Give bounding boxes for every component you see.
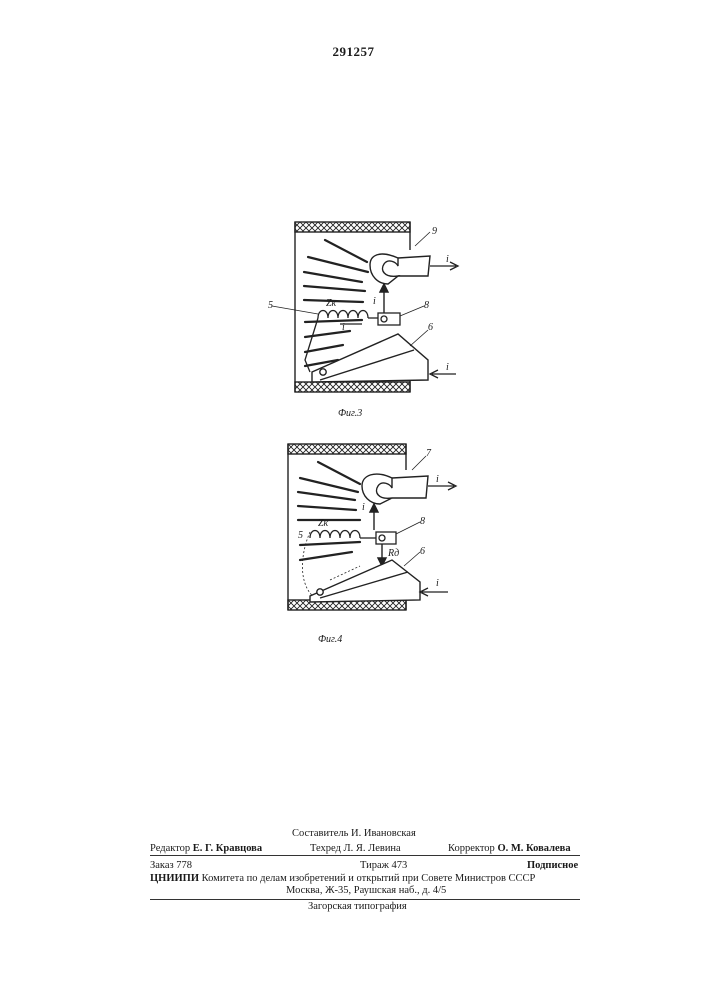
organization-name: ЦНИИПИ	[150, 873, 199, 884]
label-7: 7	[426, 448, 432, 459]
figure-3-caption: Фиг.3	[338, 408, 362, 419]
label-6: 6	[428, 322, 433, 333]
patent-number: 291257	[0, 44, 707, 60]
corrector-name: О. М. Ковалева	[497, 843, 570, 854]
printer: Загорская типография	[308, 901, 407, 912]
fixed-contact-9	[370, 254, 430, 284]
label-i-out: i	[446, 254, 449, 265]
address: Москва, Ж-35, Раушская наб., д. 4/5	[286, 885, 446, 896]
figure-3: 9 5 8 6 Zк i i i i Фиг.3	[265, 215, 485, 425]
label-rd: Rд	[387, 548, 399, 559]
arrow-out	[430, 262, 458, 270]
label-8: 8	[424, 300, 429, 311]
editor-label: Редактор	[150, 843, 190, 854]
label-i-in: i	[436, 578, 439, 589]
contact-8	[378, 313, 400, 325]
corrector-label: Корректор	[448, 843, 495, 854]
label-i-in: i	[446, 362, 449, 373]
moving-contact-6	[310, 560, 420, 602]
editor-name: Е. Г. Кравцова	[193, 843, 262, 854]
label-8: 8	[420, 516, 425, 527]
label-9: 9	[432, 226, 437, 237]
fixed-contact-7	[362, 474, 428, 504]
label-i-coil: i	[342, 322, 345, 333]
label-i-arc: i	[362, 502, 365, 513]
organization: ЦНИИПИ Комитета по делам изобретений и о…	[150, 873, 535, 884]
label-6: 6	[420, 546, 425, 557]
figure-4: 7 5 8 6 Zк i i i Rд Фиг.4	[280, 438, 480, 658]
divider-top	[150, 855, 580, 856]
arrow-in	[430, 370, 456, 378]
figure-4-caption: Фиг.4	[318, 634, 342, 645]
editor: Редактор Е. Г. Кравцова	[150, 843, 262, 854]
print-run: Тираж 473	[360, 860, 407, 871]
label-zk: Zк	[326, 298, 337, 309]
order: Заказ 778	[150, 860, 192, 871]
subscription: Подписное	[527, 860, 578, 871]
compiler: Составитель И. Ивановская	[292, 828, 416, 839]
label-zk: Zк	[318, 518, 329, 529]
organization-line: Комитета по делам изобретений и открытий…	[202, 873, 536, 884]
corrector: Корректор О. М. Ковалева	[448, 843, 571, 854]
deion-plates	[298, 462, 360, 560]
techred: Техред Л. Я. Левина	[310, 843, 401, 854]
label-5: 5	[298, 530, 303, 541]
arrow-in	[420, 588, 448, 596]
divider-bottom	[150, 899, 580, 900]
moving-contact-6	[312, 334, 428, 382]
arrow-out	[428, 482, 456, 490]
label-i-out: i	[436, 474, 439, 485]
label-i-arc: i	[373, 296, 376, 307]
contact-8	[376, 532, 396, 544]
blowout-coil	[310, 531, 376, 539]
label-5: 5	[268, 300, 273, 311]
